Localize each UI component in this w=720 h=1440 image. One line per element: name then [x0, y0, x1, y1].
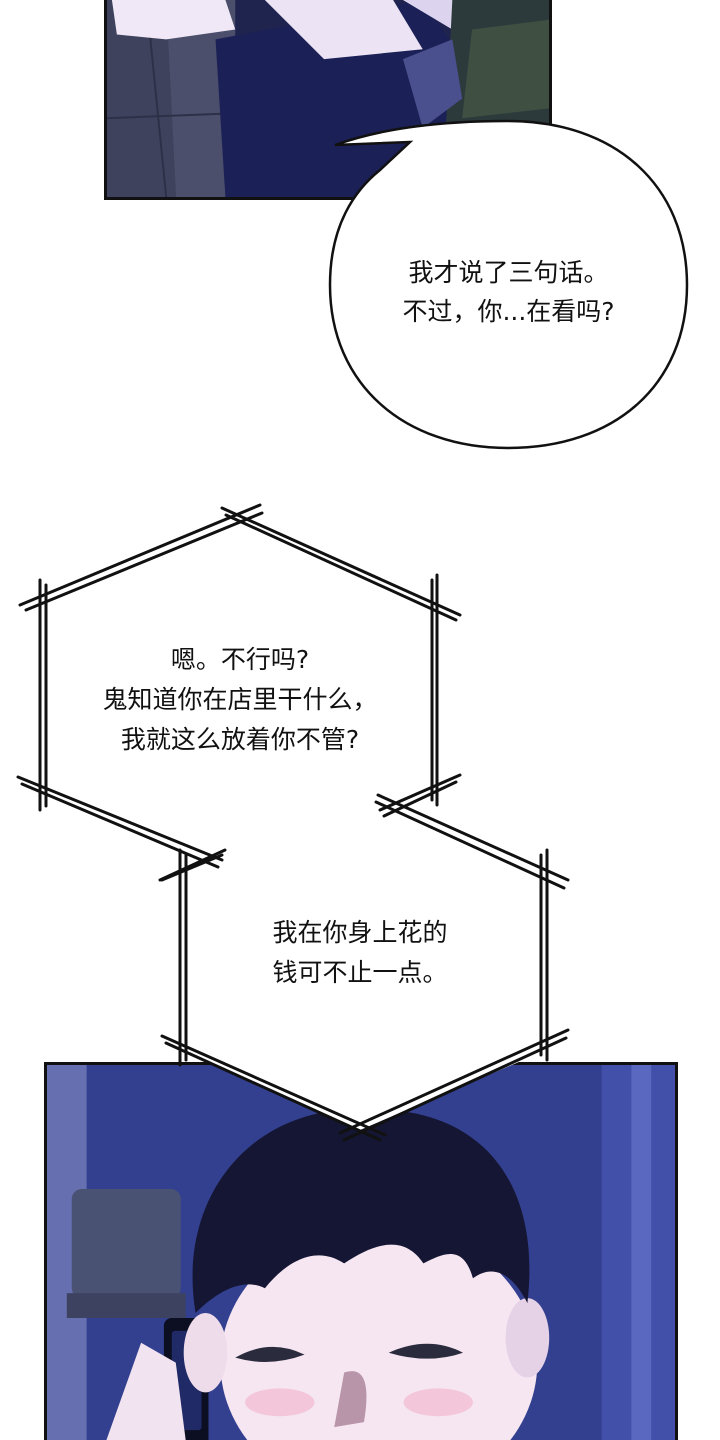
hex-bubbles-shape — [16, 503, 570, 1142]
round-bubble-line-1: 我才说了三句话。 — [408, 258, 609, 287]
round-speech-bubble: 我才说了三句话。 不过，你...在看吗? — [325, 115, 692, 453]
hex-bubble-bottom-text: 我在你身上花的 钱可不止一点。 — [180, 913, 540, 993]
bottom-comic-panel — [44, 1062, 678, 1440]
hex-bottom-line-1: 我在你身上花的 — [272, 918, 448, 947]
top-comic-panel — [104, 0, 552, 200]
round-bubble-text: 我才说了三句话。 不过，你...在看吗? — [325, 253, 692, 331]
bottom-panel-art — [47, 1065, 675, 1440]
hex-top-line-1: 嗯。不行吗? — [170, 645, 310, 674]
hex-bubbles — [0, 490, 720, 1150]
round-bubble-shape — [328, 119, 689, 450]
hex-top-line-2: 鬼知道你在店里干什么， — [102, 685, 378, 714]
top-panel-art — [107, 0, 549, 197]
hex-bottom-line-2: 钱可不止一点。 — [272, 958, 448, 987]
round-bubble-line-2: 不过，你...在看吗? — [402, 297, 615, 326]
hex-top-line-3: 我就这么放着你不管? — [120, 725, 360, 754]
hex-bubble-top-text: 嗯。不行吗? 鬼知道你在店里干什么， 我就这么放着你不管? — [40, 640, 440, 760]
